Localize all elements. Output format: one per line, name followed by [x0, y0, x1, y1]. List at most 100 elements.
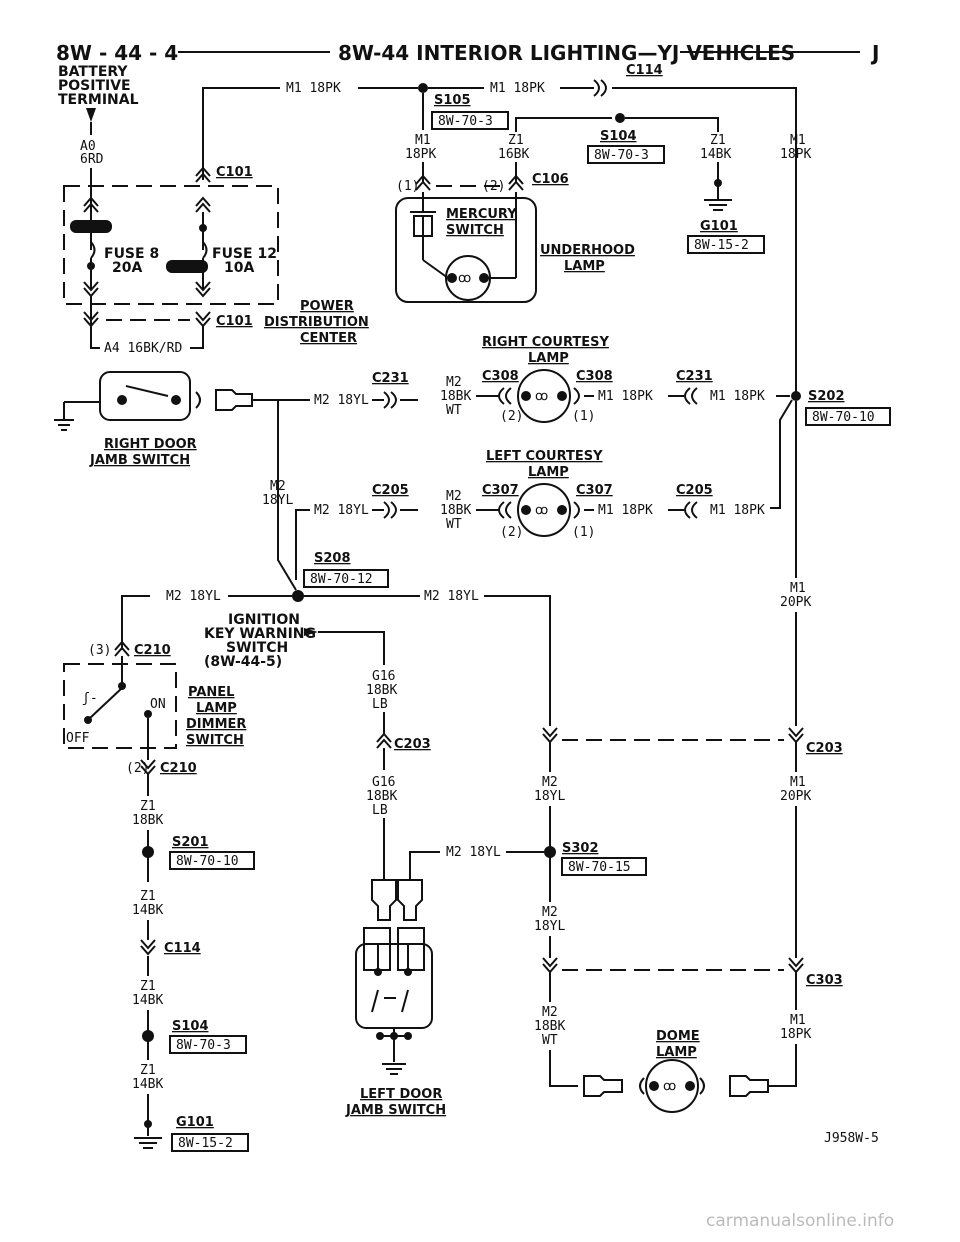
- connector-c205-right: C205: [676, 483, 713, 498]
- wire-label-g16-top: G16 18BK LB: [366, 669, 397, 712]
- splice-s302: [544, 846, 556, 858]
- underhood-lamp-housing: [395, 197, 537, 303]
- svg-text:Z1: Z1: [140, 799, 156, 814]
- svg-text:14BK: 14BK: [132, 903, 163, 918]
- wire-m1-right: [612, 87, 797, 396]
- svg-text:8W-70-3: 8W-70-3: [176, 1038, 231, 1053]
- svg-text:8W-70-3: 8W-70-3: [594, 148, 649, 163]
- dome-connector-left: [583, 1075, 623, 1097]
- wire-label-m1-c205: M1 18PK: [710, 503, 765, 518]
- pin-c308-2: (2): [500, 409, 523, 424]
- connector-c210-bottom: C210: [160, 761, 197, 776]
- pdc-label: POWER DISTRIBUTION CENTER: [264, 299, 369, 346]
- pin-c307-2: (2): [500, 525, 523, 540]
- wire-label-m2-18yl-s302: M2 18YL: [534, 905, 565, 934]
- connector-c308-left: C308: [482, 369, 519, 384]
- wire-label-m1-top: M1 18PK: [286, 81, 341, 96]
- wire-label-m2-18yl-c203: M2 18YL: [534, 775, 565, 804]
- svg-text:M1: M1: [790, 1013, 806, 1028]
- svg-text:10A: 10A: [224, 260, 254, 276]
- svg-text:DIMMER: DIMMER: [186, 717, 246, 732]
- dome-lamp: [645, 1059, 699, 1113]
- svg-text:(8W-44-5): (8W-44-5): [204, 654, 282, 670]
- wire-label-m1-top-2: M1 18PK: [490, 81, 545, 96]
- wire-m1-pdc: [202, 87, 280, 180]
- ref-box-s105: [431, 111, 509, 130]
- svg-text:RIGHT COURTESY: RIGHT COURTESY: [482, 335, 609, 350]
- connector-c203-left: C203: [394, 737, 431, 752]
- svg-text:18PK: 18PK: [405, 147, 436, 162]
- svg-text:14BK: 14BK: [132, 993, 163, 1008]
- ref-box-s201: [169, 851, 255, 870]
- svg-text:WT: WT: [446, 517, 462, 532]
- svg-text:LAMP: LAMP: [564, 259, 605, 274]
- right-door-jamb-label: RIGHT DOOR JAMB SWITCH: [89, 437, 197, 468]
- ref-box-s208: [303, 569, 389, 588]
- fuse-8-icon: [70, 220, 112, 233]
- connector-c205-left: C205: [372, 483, 409, 498]
- ref-box-g101-upper: [687, 235, 765, 254]
- svg-text:M2: M2: [446, 375, 462, 390]
- svg-text:M1: M1: [790, 775, 806, 790]
- splice-label-s104-upper: S104: [600, 129, 637, 144]
- connector-c106: C106: [532, 172, 569, 187]
- ignition-arrow: [304, 628, 318, 636]
- wire-label-a0: A0 6RD: [80, 139, 104, 167]
- svg-text:ꝏ: ꝏ: [535, 503, 548, 518]
- pin-c106-2: (2): [482, 179, 505, 194]
- svg-text:LAMP: LAMP: [656, 1045, 697, 1060]
- svg-text:Z1: Z1: [140, 889, 156, 904]
- panel-dimmer-box: [63, 663, 177, 749]
- wire-label-m2-bk-wt-right: M2 18BK WT: [440, 375, 471, 418]
- right-courtesy-lamp: [517, 369, 571, 423]
- svg-text:16BK: 16BK: [498, 147, 529, 162]
- pin-c308-1: (1): [572, 409, 595, 424]
- svg-text:8W-70-10: 8W-70-10: [176, 854, 239, 869]
- battery-label: BATTERY POSITIVE TERMINAL: [58, 64, 139, 108]
- splice-s201: [142, 846, 154, 858]
- left-courtesy-lamp: [517, 483, 571, 537]
- wire-label-m1-c307: M1 18PK: [598, 503, 653, 518]
- ground-label-g101-lower: G101: [176, 1115, 214, 1130]
- wire-label-m2-bk-wt-left: M2 18BK WT: [440, 489, 471, 532]
- svg-text:M1: M1: [415, 133, 431, 148]
- svg-text:ꝏ: ꝏ: [535, 389, 548, 404]
- splice-s202: [791, 391, 801, 401]
- svg-text:WT: WT: [542, 1033, 558, 1048]
- connector-c307-right: C307: [576, 483, 613, 498]
- svg-text:8W-15-2: 8W-15-2: [178, 1136, 233, 1151]
- svg-text:Z1: Z1: [140, 979, 156, 994]
- mercury-switch-label: MERCURY SWITCH: [446, 207, 517, 238]
- connector-c203-right: C203: [806, 741, 843, 756]
- wire-label-z1-16bk: Z1 16BK: [498, 133, 529, 162]
- connector-c308-right: C308: [576, 369, 613, 384]
- splice-s208: [292, 590, 304, 602]
- svg-text:POWER: POWER: [300, 299, 354, 314]
- wire-label-z1-14bk-b: Z1 14BK: [132, 979, 163, 1008]
- svg-text:18BK: 18BK: [534, 1019, 565, 1034]
- connector-c114-bottom: C114: [164, 941, 201, 956]
- panel-dimmer-label: PANEL LAMP DIMMER SWITCH: [186, 685, 246, 748]
- fuse-12-label: FUSE 12 10A: [212, 246, 277, 276]
- splice-label-s201: S201: [172, 835, 209, 850]
- svg-text:Z1: Z1: [710, 133, 726, 148]
- connector-c307-left: C307: [482, 483, 519, 498]
- svg-text:14BK: 14BK: [700, 147, 731, 162]
- svg-text:18YL: 18YL: [534, 919, 565, 934]
- svg-text:8W-70-15: 8W-70-15: [568, 860, 631, 875]
- svg-text:IGNITION: IGNITION: [228, 612, 300, 628]
- svg-text:Z1: Z1: [140, 1063, 156, 1078]
- svg-text:BATTERY: BATTERY: [58, 64, 128, 80]
- svg-text:M2: M2: [542, 775, 558, 790]
- svg-text:DOME: DOME: [656, 1029, 700, 1044]
- wire-label-m2-18bk-wt-dome: M2 18BK WT: [534, 1005, 565, 1048]
- wire-label-m2-s208-left: M2 18YL: [166, 589, 221, 604]
- connector-c101-bottom: C101: [216, 314, 253, 329]
- battery-arrow: [86, 108, 96, 122]
- pin-c210-3: (3): [88, 643, 111, 658]
- svg-text:TERMINAL: TERMINAL: [58, 92, 139, 108]
- ref-box-s302: [561, 857, 647, 876]
- splice-s104-upper: [615, 113, 625, 123]
- svg-text:PANEL: PANEL: [188, 685, 234, 700]
